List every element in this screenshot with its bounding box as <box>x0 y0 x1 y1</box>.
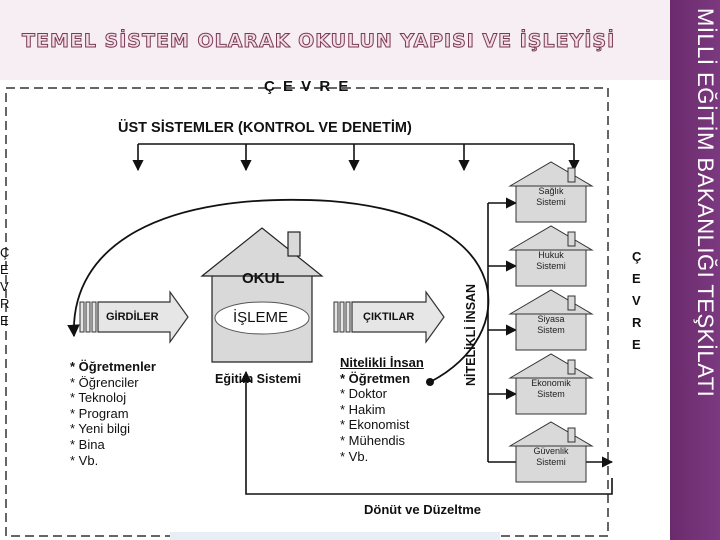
school-caption: Eğitim Sistemi <box>215 372 302 386</box>
list-item: * Bina <box>70 436 105 452</box>
list-item: * Ekonomist <box>340 417 410 433</box>
upper-systems-label: ÜST SİSTEMLER (KONTROL VE DENETİM) <box>118 120 412 136</box>
side-title: MİLLİ EĞİTİM BAKANLIĞI TEŞKİLATI <box>693 8 718 398</box>
list-item: * Öğretmen <box>340 370 411 386</box>
subsystem-house-security <box>508 421 594 483</box>
list-item: * Öğretmenler <box>70 359 156 374</box>
list-item: * Mühendis <box>340 432 406 448</box>
school-system-diagram: Ç E V R E ÜST SİSTEMLER (KONTROL VE DENE… <box>0 76 670 540</box>
school-house <box>200 227 324 363</box>
slide-title: TEMEL SİSTEM OLARAK OKULUN YAPISI VE İŞL… <box>21 30 616 53</box>
outputs-label: ÇIKTILAR <box>363 311 415 323</box>
outputs-list: Nitelikli İnsan * Öğretmen * Doktor * Ha… <box>340 355 424 464</box>
list-item: * Vb. <box>70 452 99 468</box>
environment-label-top: Ç E V R E <box>264 78 351 95</box>
loop-curve <box>67 199 490 383</box>
outputs-heading: Nitelikli İnsan <box>340 355 424 370</box>
subsystem-house-law <box>508 225 594 287</box>
school-label: OKUL <box>242 270 285 287</box>
side-bar <box>670 0 720 540</box>
list-item: * Vb. <box>340 448 369 464</box>
list-item: * Öğrenciler <box>70 374 139 390</box>
list-item: * Yeni bilgi <box>70 421 130 437</box>
processing-label: İŞLEME <box>233 309 289 326</box>
diagram-lines <box>5 87 614 537</box>
feedback-label: Dönüt ve Düzeltme <box>364 502 482 517</box>
list-item: * Teknoloj <box>70 390 127 406</box>
inputs-list: * Öğretmenler * Öğrenciler * Teknoloj * … <box>70 359 156 468</box>
feedback-line <box>240 370 613 495</box>
list-item: * Doktor <box>340 386 387 402</box>
loop-dot <box>426 378 434 386</box>
qualified-human-label: NİTELİKLİ İNSAN <box>464 283 478 386</box>
subsystem-house-economy <box>508 353 594 415</box>
list-item: * Hakim <box>340 401 386 417</box>
title-band <box>0 0 670 80</box>
inputs-label: GİRDİLER <box>106 311 159 323</box>
subsystem-house-health <box>508 161 594 223</box>
footer-strip <box>170 532 500 540</box>
inputs-arrow <box>79 290 189 344</box>
list-item: * Program <box>70 405 129 421</box>
subsystem-house-politics <box>508 289 594 351</box>
outputs-arrow <box>333 290 445 344</box>
